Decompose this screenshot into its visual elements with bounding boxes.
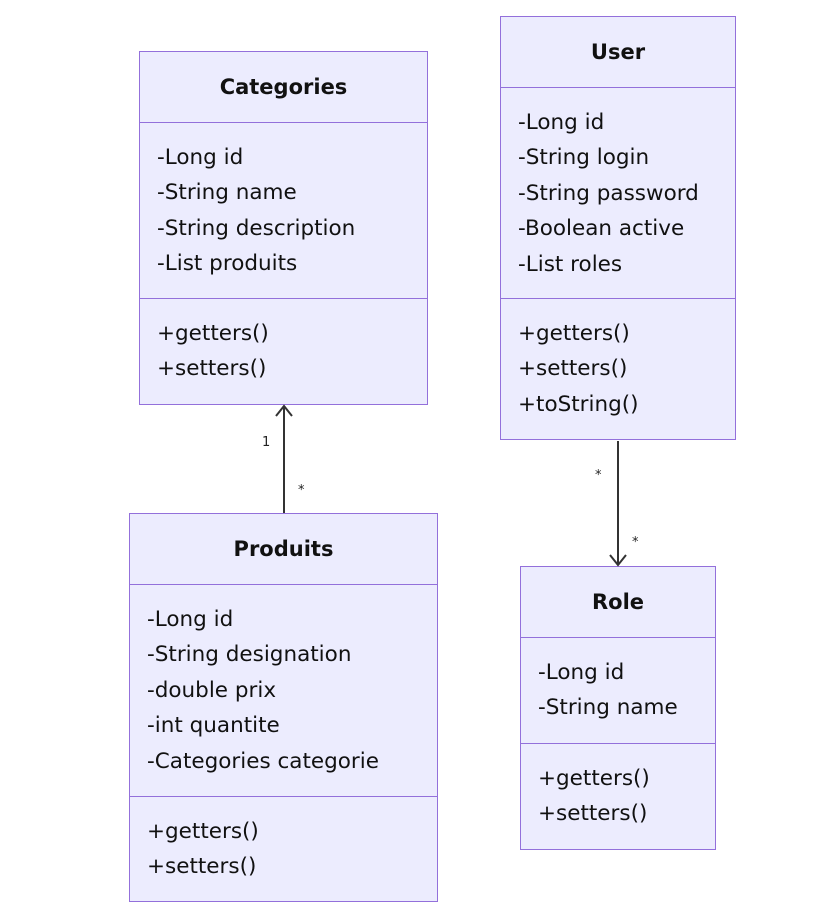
- arrowhead-icon: [275, 404, 293, 417]
- method: +toString(): [518, 391, 639, 417]
- method: +getters(): [157, 321, 269, 346]
- class-produits[interactable]: Produits -Long id -String designation -d…: [129, 513, 438, 902]
- relation-produits-categories[interactable]: 1 *: [262, 404, 305, 513]
- method: +setters(): [147, 854, 257, 880]
- attribute: -String name: [157, 180, 297, 206]
- method: +setters(): [518, 356, 628, 382]
- class-produits-methods: +getters() +setters(): [130, 797, 437, 885]
- attribute: -String password: [518, 180, 699, 206]
- multiplicity-label: *: [298, 483, 305, 498]
- class-categories-attributes: -Long id -String name -String descriptio…: [140, 123, 427, 299]
- attribute: -String login: [518, 145, 650, 171]
- attribute: -Categories categorie: [147, 748, 379, 774]
- class-produits-attributes: -Long id -String designation -double pri…: [130, 585, 437, 797]
- class-role-attributes: -Long id -String name: [521, 638, 715, 744]
- class-user-methods: +getters() +setters() +toString(): [501, 299, 735, 422]
- attribute: -List produits: [157, 251, 298, 277]
- method: +getters(): [518, 321, 630, 346]
- class-produits-title: Produits: [130, 514, 437, 585]
- multiplicity-label: *: [595, 468, 602, 483]
- multiplicity-label: *: [632, 535, 639, 550]
- class-role-title: Role: [521, 567, 715, 638]
- class-user-title: User: [501, 17, 735, 88]
- multiplicity-label: 1: [262, 435, 270, 450]
- method: +setters(): [538, 801, 648, 827]
- class-categories[interactable]: Categories -Long id -String name -String…: [139, 51, 428, 405]
- attribute: -Long id: [518, 110, 605, 135]
- attribute: -String description: [157, 215, 356, 241]
- arrowhead-icon: [609, 554, 627, 567]
- attribute: -double prix: [147, 677, 277, 703]
- method: +getters(): [538, 766, 650, 791]
- method: +setters(): [157, 356, 267, 382]
- attribute: -int quantite: [147, 713, 280, 739]
- attribute: -String designation: [147, 642, 352, 668]
- attribute: -String name: [538, 695, 678, 721]
- relation-user-role[interactable]: * *: [595, 441, 639, 567]
- method: +getters(): [147, 819, 259, 844]
- class-categories-title: Categories: [140, 52, 427, 123]
- attribute: -Long id: [147, 607, 234, 632]
- class-user-attributes: -Long id -String login -String password …: [501, 88, 735, 299]
- class-categories-methods: +getters() +setters(): [140, 299, 427, 387]
- attribute: -Boolean active: [518, 216, 685, 242]
- attribute: -Long id: [157, 145, 244, 170]
- attribute: -Long id: [538, 660, 625, 685]
- class-user[interactable]: User -Long id -String login -String pass…: [500, 16, 736, 440]
- class-role-methods: +getters() +setters(): [521, 744, 715, 832]
- class-role[interactable]: Role -Long id -String name +getters() +s…: [520, 566, 716, 850]
- attribute: -List roles: [518, 251, 623, 277]
